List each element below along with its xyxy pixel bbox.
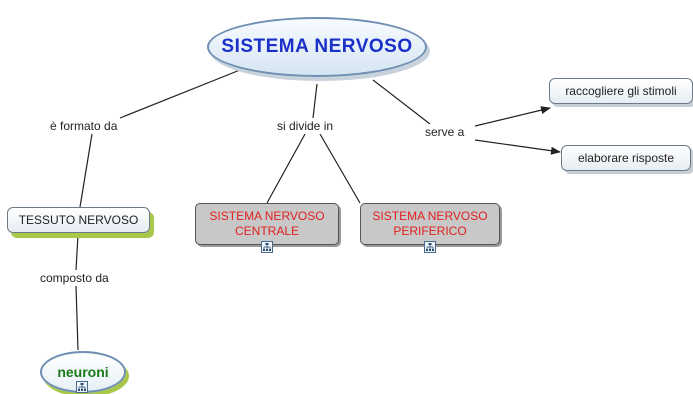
- line-divide-snc: [266, 133, 306, 204]
- concept-stimoli[interactable]: raccogliere gli stimoli: [549, 78, 693, 104]
- submap-icon[interactable]: [76, 381, 88, 393]
- link-label-divide: si divide in: [275, 118, 336, 134]
- concept-snp-text: SISTEMA NERVOSO PERIFERICO: [372, 209, 487, 239]
- line-root-serve: [372, 79, 431, 125]
- line-divide-snp: [319, 133, 361, 204]
- concept-risposte-label: elaborare risposte: [577, 151, 675, 165]
- concept-snc-line1: SISTEMA NERVOSO: [209, 209, 325, 223]
- link-label-formato: è formato da: [48, 118, 120, 134]
- submap-icon[interactable]: [261, 241, 273, 253]
- link-label-serve: serve a: [423, 124, 467, 140]
- concept-root[interactable]: SISTEMA NERVOSO: [207, 17, 427, 77]
- line-composto-neuroni: [75, 285, 79, 351]
- concept-snp-line2: PERIFERICO: [393, 224, 467, 238]
- concept-snp-line1: SISTEMA NERVOSO: [372, 209, 488, 223]
- concept-snp[interactable]: SISTEMA NERVOSO PERIFERICO: [360, 203, 500, 245]
- link-label-composto: composto da: [38, 270, 111, 286]
- line-serve-risposte: [474, 139, 561, 155]
- concept-stimoli-label: raccogliere gli stimoli: [565, 84, 677, 98]
- concept-snc-text: SISTEMA NERVOSO CENTRALE: [209, 209, 324, 239]
- concept-neuroni-label: neuroni: [57, 364, 109, 380]
- concept-snc-line2: CENTRALE: [234, 224, 299, 238]
- line-formato-tessuto: [79, 133, 93, 208]
- concept-risposte[interactable]: elaborare risposte: [561, 145, 691, 171]
- line-serve-stimoli: [474, 106, 551, 127]
- concept-tessuto[interactable]: TESSUTO NERVOSO: [7, 207, 150, 233]
- line-tessuto-composto: [75, 234, 79, 271]
- line-root-formato: [119, 69, 241, 119]
- line-root-divide: [312, 83, 318, 119]
- submap-icon[interactable]: [424, 241, 436, 253]
- concept-tessuto-label: TESSUTO NERVOSO: [18, 213, 139, 227]
- concept-root-label: SISTEMA NERVOSO: [221, 36, 413, 57]
- concept-snc[interactable]: SISTEMA NERVOSO CENTRALE: [195, 203, 339, 245]
